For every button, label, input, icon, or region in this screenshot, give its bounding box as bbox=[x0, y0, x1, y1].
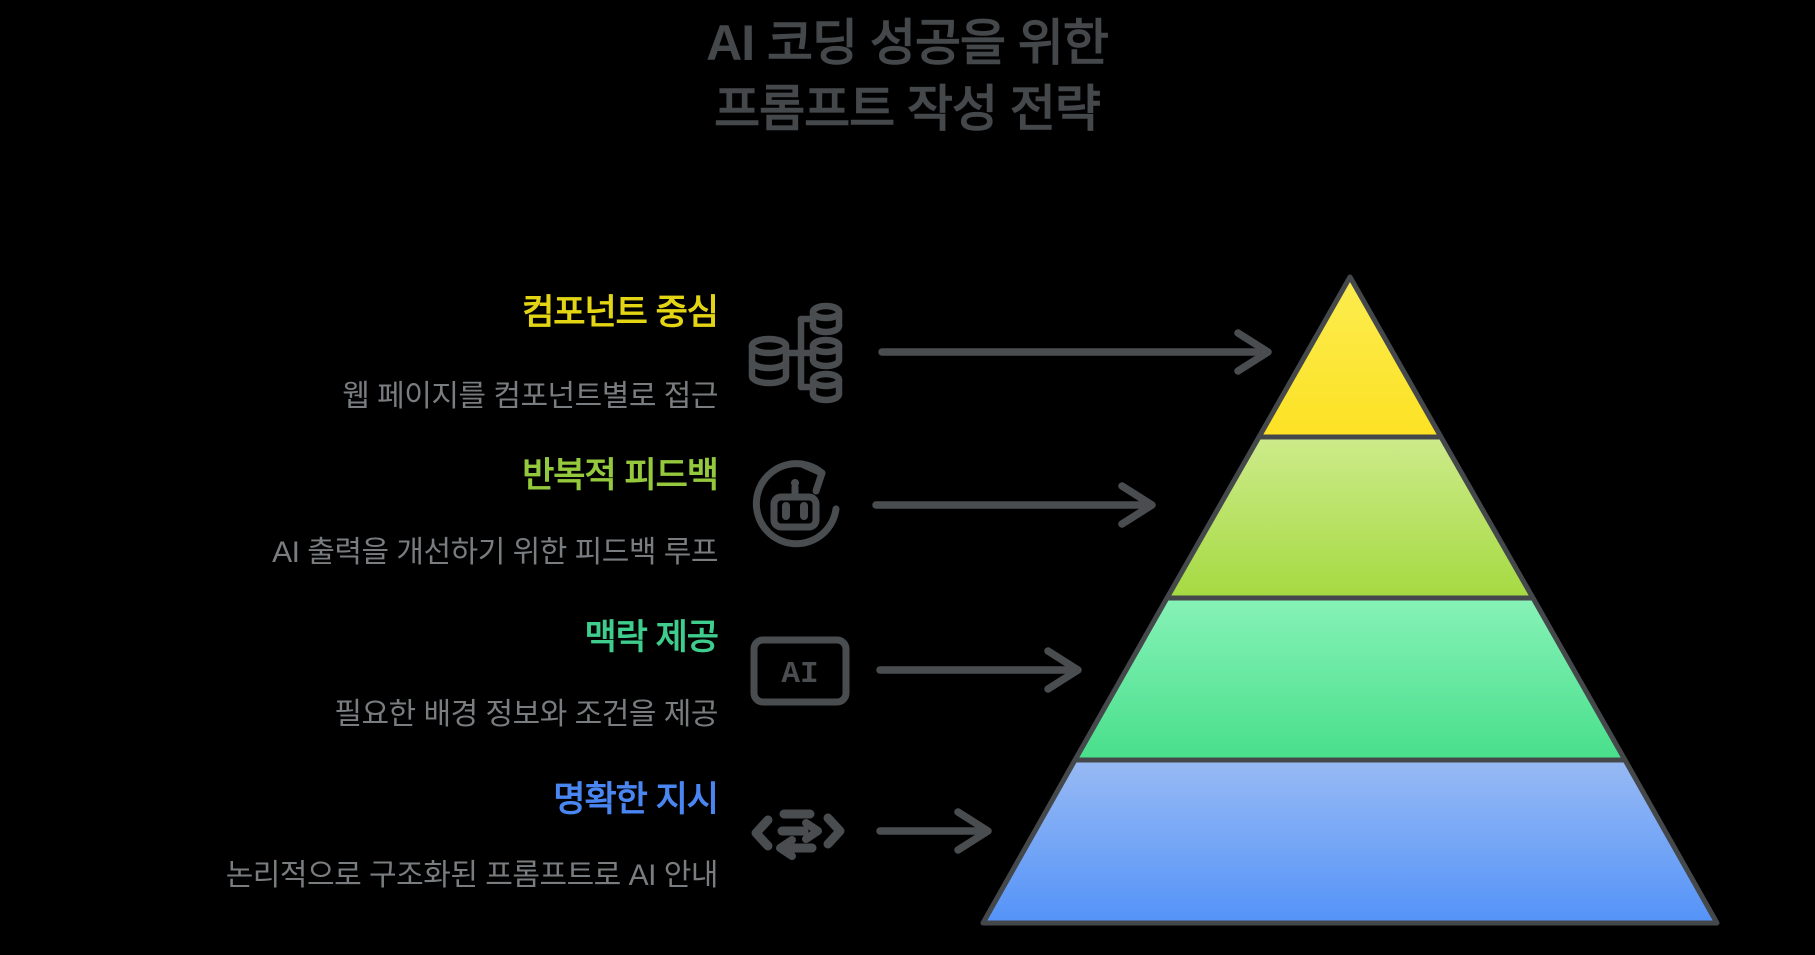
ai-chip-icon: AI bbox=[748, 630, 852, 710]
box-exchange-icon bbox=[748, 794, 848, 872]
strategy-4-label: 명확한 지시 bbox=[553, 780, 719, 819]
database-branch-icon bbox=[745, 300, 849, 404]
robot-refresh-icon bbox=[744, 453, 848, 557]
arrow-4 bbox=[876, 808, 992, 854]
strategy-3-description: 필요한 배경 정보와 조건을 제공 bbox=[334, 698, 718, 731]
pyramid-level-4 bbox=[980, 757, 1720, 926]
arrow-2 bbox=[872, 482, 1156, 528]
strategy-1-description: 웹 페이지를 컴포넌트별로 접근 bbox=[342, 380, 718, 413]
strategy-2-description: AI 출력을 개선하기 위한 피드백 루프 bbox=[272, 536, 718, 569]
page-title: AI 코딩 성공을 위한 프롬프트 작성 전략 bbox=[407, 10, 1407, 142]
pyramid-level-1 bbox=[1256, 274, 1444, 440]
page-title-line1: AI 코딩 성공을 위한 bbox=[706, 15, 1109, 71]
pyramid-level-3 bbox=[1072, 595, 1628, 763]
strategy-2-label: 반복적 피드백 bbox=[522, 456, 719, 495]
pyramid-level-2 bbox=[1164, 434, 1536, 601]
strategy-1-label: 컴포넌트 중심 bbox=[522, 293, 719, 332]
arrow-1 bbox=[878, 329, 1272, 375]
strategy-4-description: 논리적으로 구조화된 프롬프트로 AI 안내 bbox=[225, 859, 719, 892]
page-title-line2: 프롬프트 작성 전략 bbox=[714, 81, 1101, 137]
strategy-3-label: 맥락 제공 bbox=[584, 618, 719, 657]
ai-chip-text: AI bbox=[781, 657, 818, 692]
arrow-3 bbox=[876, 647, 1082, 693]
